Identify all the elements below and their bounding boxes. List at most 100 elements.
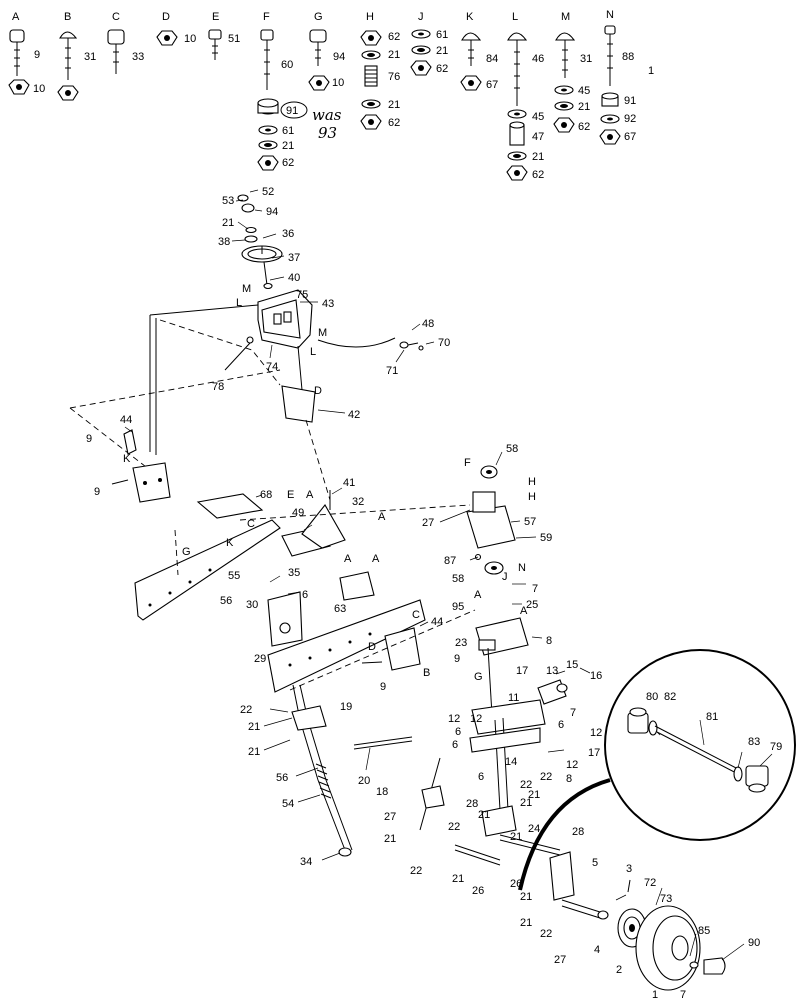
marker-letter: G [182, 546, 191, 558]
hw-n-item-1: 88 [622, 51, 634, 63]
nut-h1-icon [360, 30, 382, 46]
hw-m-item-2: 45 [578, 85, 590, 97]
marker-letter: L [236, 297, 242, 309]
marker-letter: A [344, 553, 352, 565]
drag-link-20 [353, 736, 413, 746]
callout: 7 [570, 707, 576, 719]
callout: 7 [532, 583, 538, 595]
pivot-pin [487, 647, 493, 716]
callout: 56 [220, 595, 232, 607]
hw-letter-l: L [512, 11, 518, 23]
callout: 24 [528, 823, 540, 835]
marker-letter: G [474, 671, 483, 683]
axle-assembly [419, 617, 726, 991]
bushing-58-icon [480, 465, 498, 479]
bolt-k-icon [461, 32, 482, 66]
marker-letter: D [314, 385, 322, 397]
callout: 48 [422, 318, 434, 330]
callout: 58 [506, 443, 518, 455]
callout: 21 [248, 721, 260, 733]
bolt-m-icon [555, 32, 576, 78]
hw-f-item-5: 62 [282, 157, 294, 169]
hidden-line-5 [239, 504, 471, 521]
nut-82-icon [648, 720, 658, 736]
hw-letter-e: E [212, 11, 219, 23]
bracket-19-icon [291, 705, 327, 731]
steering-housing-icon [257, 289, 313, 349]
callout: 9 [94, 486, 100, 498]
marker-letter: A [378, 511, 386, 523]
hw-m-item-4: 62 [578, 121, 590, 133]
callout: 30 [246, 599, 258, 611]
hidden-line-4 [305, 419, 331, 501]
callout: 6 [452, 739, 458, 751]
callout: 72 [644, 877, 656, 889]
hw-l-item-3: 47 [532, 131, 544, 143]
callout: 81 [706, 711, 718, 723]
callout: 49 [292, 507, 304, 519]
handwritten-note-line2: 93 [318, 124, 337, 142]
marker-letter: D [368, 641, 376, 653]
hw-f-item-3: 61 [282, 125, 294, 137]
callout: 22 [540, 771, 552, 783]
callout: 68 [260, 489, 272, 501]
nut-a-icon [8, 79, 30, 95]
hw-k-item-2: 67 [486, 79, 498, 91]
callout: 82 [664, 691, 676, 703]
callout: 14 [505, 756, 517, 768]
nut-f-icon [257, 155, 279, 171]
hw-l-item-2: 45 [532, 111, 544, 123]
hw-k-item-1: 84 [486, 53, 498, 65]
callout: 21 [248, 746, 260, 758]
callout: 21 [478, 809, 490, 821]
hw-letter-h: H [366, 11, 374, 23]
hw-letter-a: A [12, 11, 20, 23]
washer-85-icon [689, 961, 699, 969]
callout: 71 [386, 365, 398, 377]
hw-b-item-1: 31 [84, 51, 96, 63]
callout: 29 [254, 653, 266, 665]
callout: 27 [554, 954, 566, 966]
leader-lines [124, 189, 773, 961]
cable-line [317, 337, 396, 348]
callout: 1 [652, 989, 658, 1001]
callout: 70 [438, 337, 450, 349]
bushing-58b-icon [484, 561, 504, 575]
washer-m1-icon [554, 85, 574, 95]
bracket-27-icon [472, 491, 496, 513]
washer-f2-icon [258, 140, 278, 150]
washer-f1-icon [258, 125, 278, 135]
marker-letter: A [520, 605, 528, 617]
callout: 85 [698, 925, 710, 937]
hw-j-item-1: 61 [436, 29, 448, 41]
callouts-inset: 80 82 81 83 79 [646, 691, 782, 753]
callout: 12 [590, 727, 602, 739]
hw-h-item-1: 62 [388, 31, 400, 43]
hw-letter-f: F [263, 11, 270, 23]
callout: 22 [520, 779, 532, 791]
bolt-l-icon [507, 32, 528, 106]
frame-assembly [111, 429, 516, 857]
callout: 3 [626, 863, 632, 875]
marker-letter: K [123, 453, 131, 465]
callout: 12 [470, 713, 482, 725]
bolt-n-icon [604, 25, 616, 86]
pin-73-icon [655, 887, 663, 906]
hw-letter-j: J [418, 11, 424, 23]
hw-a-item-1: 9 [34, 49, 40, 61]
callout: 44 [431, 616, 443, 628]
callout: 19 [340, 701, 352, 713]
callout: 23 [455, 637, 467, 649]
inset-pointer [518, 778, 611, 891]
marker-letter: J [502, 571, 508, 583]
pin-icon [399, 341, 424, 351]
callout: 79 [770, 741, 782, 753]
hw-letter-c: C [112, 11, 120, 23]
letter-markers: M L M L D K E A C A G K F H H N J A A C … [123, 283, 536, 683]
hw-h-item-3: 76 [388, 71, 400, 83]
callout: 11 [508, 692, 519, 704]
callout: 21 [520, 917, 532, 929]
callouts-axle: 17 13 15 16 11 12 6 12 6 7 6 12 17 12 8 … [376, 659, 760, 1001]
callout: 26 [472, 885, 484, 897]
nut-j-icon [410, 60, 432, 76]
